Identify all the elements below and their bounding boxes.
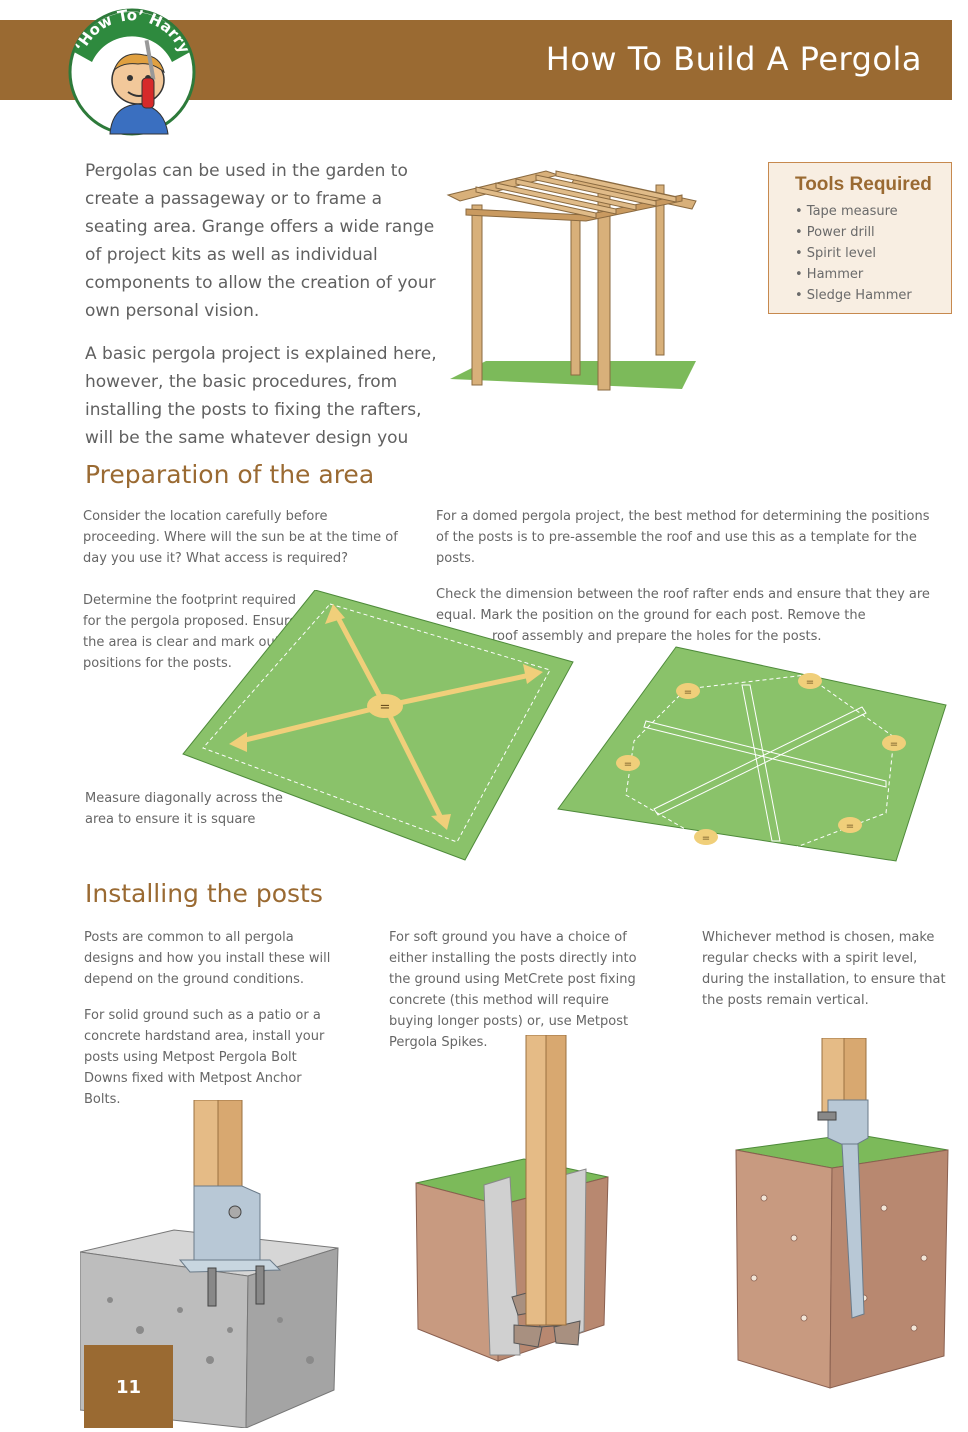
page-number: 11 xyxy=(115,1377,142,1398)
intro-paragraph-2: A basic pergola project is explained her… xyxy=(85,344,437,448)
posts-paragraph: Whichever method is chosen, make regular… xyxy=(702,930,946,1008)
how-to-harry-logo: ‘How To’ Harry xyxy=(52,0,212,136)
preparation-paragraph: Check the dimension between the roof raf… xyxy=(436,587,930,623)
posts-column-2: For soft ground you have a choice of eit… xyxy=(389,927,637,1068)
equal-marker: = xyxy=(890,739,898,750)
installing-posts-heading: Installing the posts xyxy=(85,879,323,908)
tool-item: • Power drill xyxy=(795,225,875,240)
preparation-paragraph: For a domed pergola project, the best me… xyxy=(436,509,930,566)
posts-paragraph: For solid ground such as a patio or a co… xyxy=(84,1008,325,1107)
preparation-paragraph: Consider the location carefully before p… xyxy=(83,509,398,566)
equal-marker: = xyxy=(380,700,391,715)
metcrete-post-illustration xyxy=(414,1034,610,1363)
equal-marker: = xyxy=(846,821,854,832)
equal-marker: = xyxy=(624,759,632,770)
tool-item: • Sledge Hammer xyxy=(795,288,912,303)
posts-column-1: Posts are common to all pergola designs … xyxy=(84,927,342,1125)
square-footprint-diagram: = xyxy=(175,589,575,862)
tool-item: • Tape measure xyxy=(795,204,898,219)
domed-footprint-diagram: = = = = = = xyxy=(556,645,948,863)
preparation-heading: Preparation of the area xyxy=(85,460,375,489)
tools-required-box: Tools Required • Tape measure • Power dr… xyxy=(768,162,952,314)
tool-item: • Spirit level xyxy=(795,246,877,261)
preparation-right-text: For a domed pergola project, the best me… xyxy=(436,506,946,647)
bolt-down-illustration xyxy=(79,1099,340,1429)
page-title: How To Build A Pergola xyxy=(545,40,922,78)
posts-column-3: Whichever method is chosen, make regular… xyxy=(702,927,952,1026)
preparation-left-text-1: Consider the location carefully before p… xyxy=(83,506,403,584)
equal-marker: = xyxy=(806,677,814,688)
tools-list: • Tape measure • Power drill • Spirit le… xyxy=(795,201,912,306)
diagonal-caption: Measure diagonally across the area to en… xyxy=(85,791,283,827)
preparation-paragraph: roof assembly and prepare the holes for … xyxy=(492,629,822,644)
preparation-paragraph: Determine the footprint required for the… xyxy=(83,593,306,671)
metpost-spike-illustration xyxy=(734,1037,950,1390)
tools-title: Tools Required xyxy=(795,174,932,195)
posts-paragraph: Posts are common to all pergola designs … xyxy=(84,930,331,987)
posts-paragraph: For soft ground you have a choice of eit… xyxy=(389,930,637,1050)
page-number-box: 11 xyxy=(84,1345,173,1428)
tool-item: • Hammer xyxy=(795,267,864,282)
equal-marker: = xyxy=(684,687,692,698)
preparation-left-text-2: Determine the footprint required for the… xyxy=(83,590,311,689)
pergola-illustration xyxy=(446,165,702,391)
intro-paragraph-1: Pergolas can be used in the garden to cr… xyxy=(85,161,436,321)
intro-text: Pergolas can be used in the garden to cr… xyxy=(85,157,445,467)
equal-marker: = xyxy=(702,833,710,844)
